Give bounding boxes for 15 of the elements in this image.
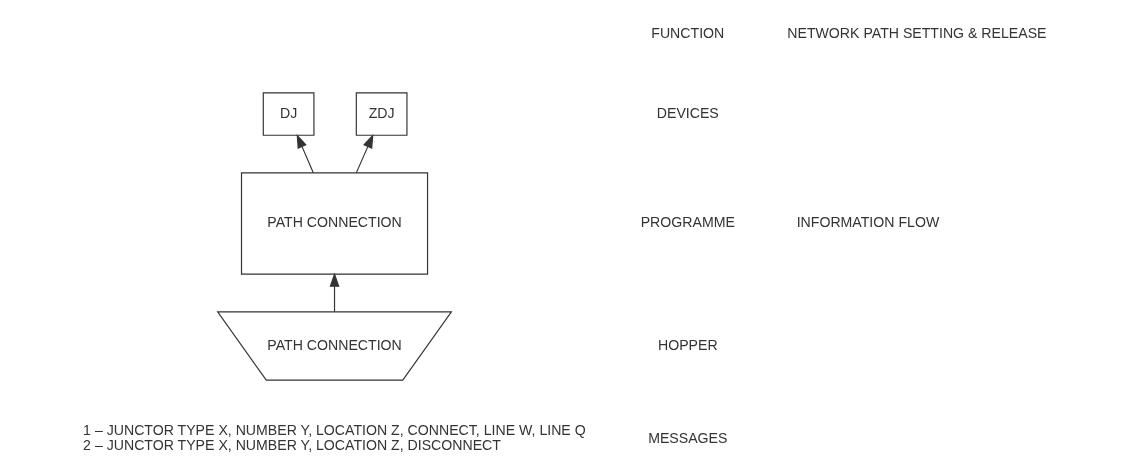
label: 1 – JUNCTOR TYPE X, NUMBER Y, LOCATION Z, CONNECT, LINE W, LINE Q xyxy=(82,422,586,439)
label: FUNCTION xyxy=(650,24,724,41)
label: NETWORK PATH SETTING & RELEASE xyxy=(786,24,1047,41)
node-box: DJ xyxy=(262,92,314,136)
label: PROGRAMME xyxy=(640,214,735,231)
label: DEVICES xyxy=(656,104,719,121)
arrow xyxy=(355,133,373,174)
label: HOPPER xyxy=(657,336,718,353)
label: INFORMATION FLOW xyxy=(796,214,939,231)
label: 2 – JUNCTOR TYPE X, NUMBER Y, LOCATION Z, DISCONNECT xyxy=(82,437,501,454)
node-box: PATH CONNECTION xyxy=(240,172,428,275)
label: MESSAGES xyxy=(647,429,727,446)
arrow xyxy=(329,272,339,313)
node-box: ZDJ xyxy=(355,92,408,136)
arrow xyxy=(296,133,314,174)
